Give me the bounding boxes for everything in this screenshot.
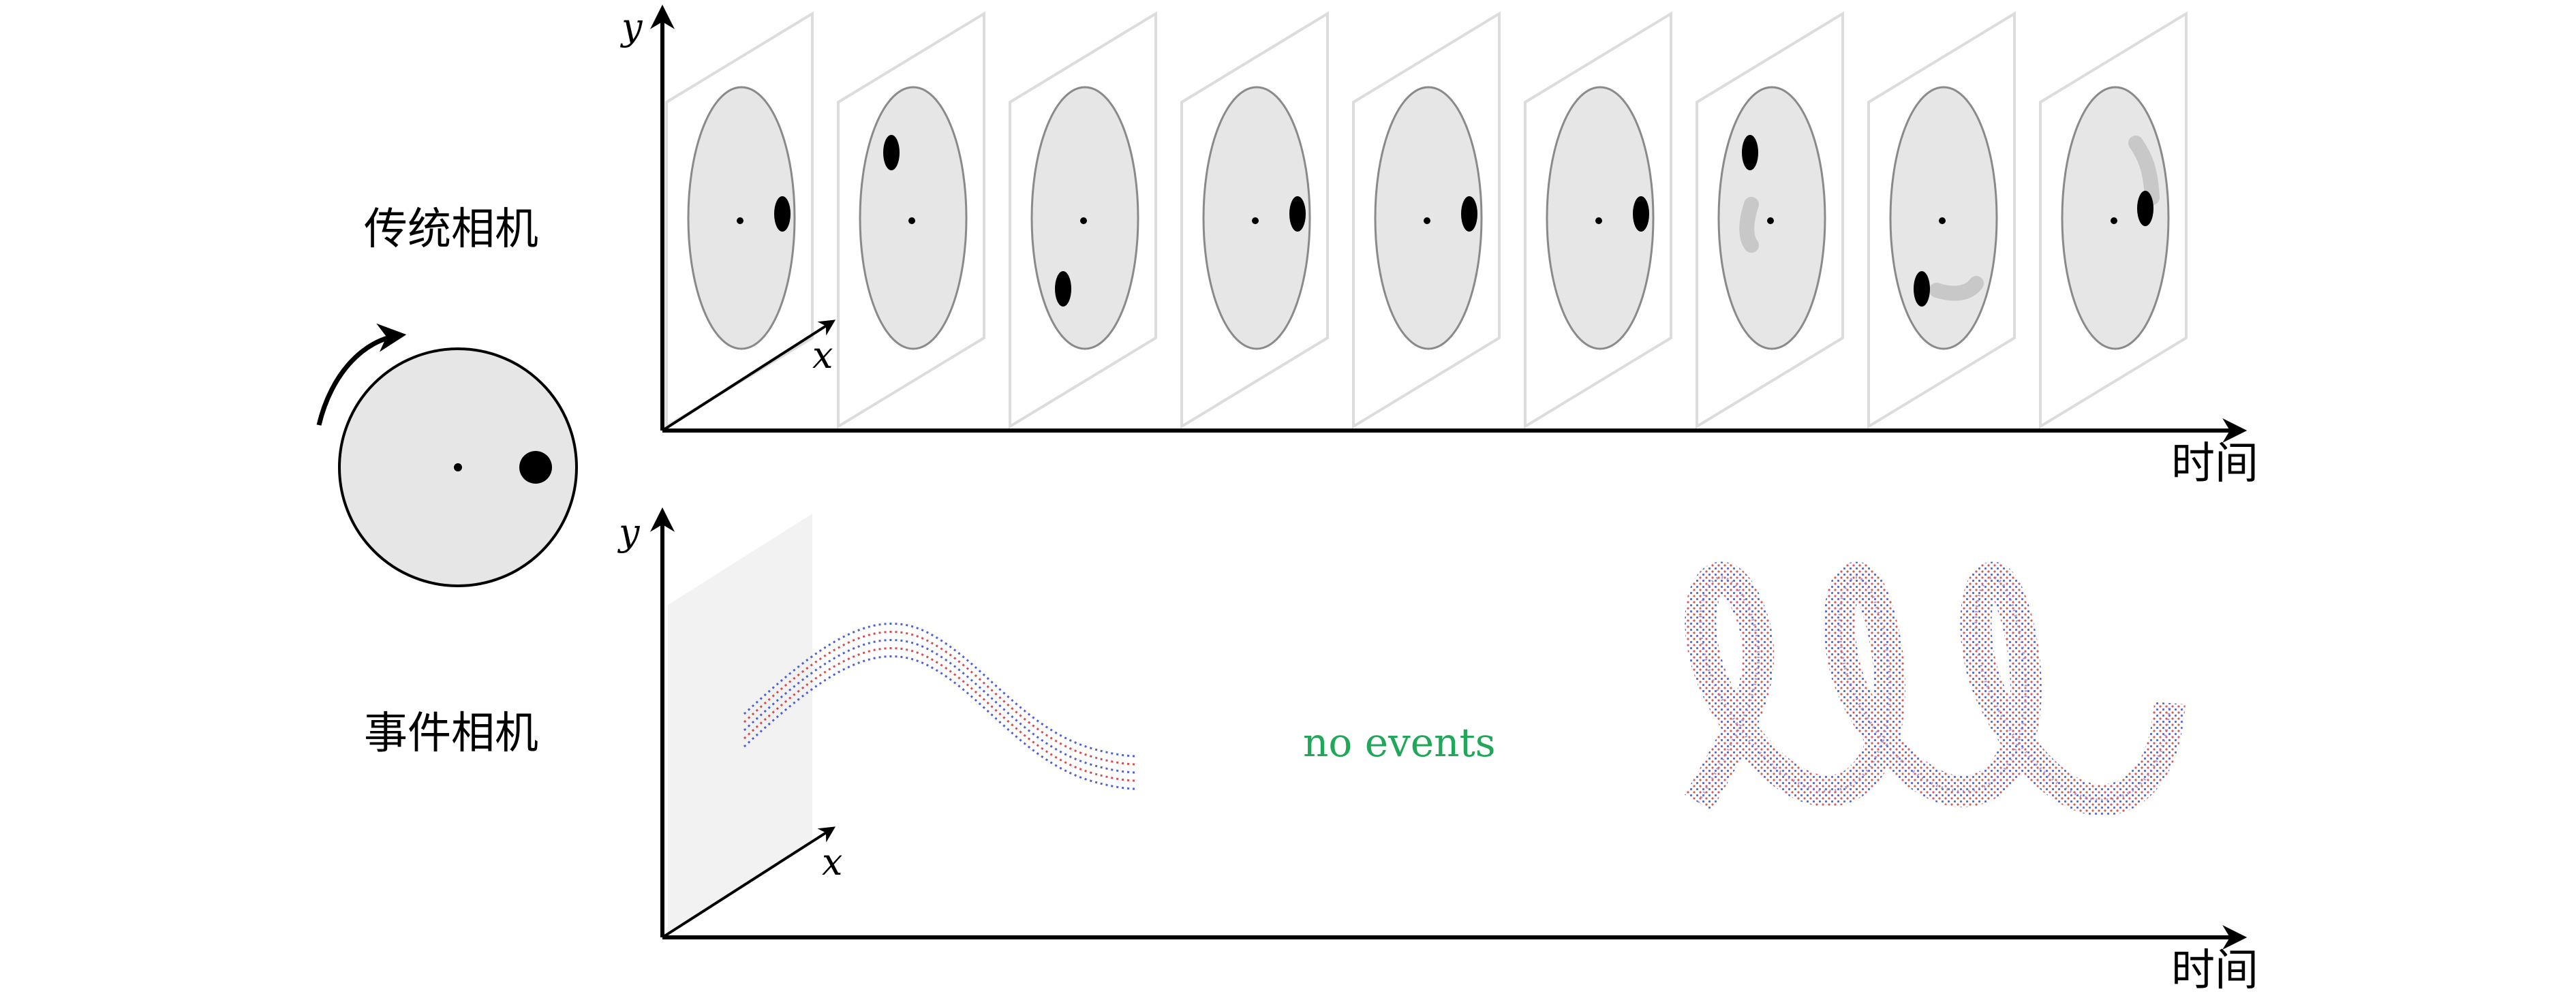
x-axis-events — [661, 826, 836, 939]
y-axis-label-events: y — [617, 511, 641, 554]
motion-blur — [1739, 197, 1759, 253]
event-camera-row: no events y x 时间 — [617, 507, 2258, 996]
frame-disk-center — [1080, 217, 1087, 224]
y-axis-label: y — [620, 5, 643, 48]
frame-disk-dot — [1461, 196, 1477, 232]
frame-disk-dot — [1055, 271, 1071, 307]
frame-disk-center — [1767, 217, 1774, 224]
frame-disk-dot — [1633, 196, 1649, 232]
time-axis-label-events: 时间 — [2171, 946, 2258, 996]
frame-camera-row: y x 时间 — [620, 4, 2258, 489]
x-axis-label-events: x — [822, 841, 842, 884]
x-axis-label: x — [812, 334, 833, 377]
frame-disk-center — [1939, 217, 1946, 224]
frame-disk-dot — [1742, 135, 1758, 170]
frame-disk-center — [2111, 217, 2117, 224]
frame-disk-center — [1252, 217, 1259, 224]
frame-disk-center — [1424, 217, 1430, 224]
time-axis-label: 时间 — [2171, 439, 2258, 489]
rotating-disk — [316, 323, 578, 587]
disk-center — [454, 463, 462, 471]
frame-disk-center — [908, 217, 915, 224]
frame-disk-center — [1595, 217, 1602, 224]
frame-disk-dot — [2137, 191, 2153, 226]
disk-dot — [519, 451, 552, 484]
frame-disk-dot — [774, 196, 791, 232]
frame-camera-label: 传统相机 — [364, 204, 538, 255]
event-camera-label: 事件相机 — [364, 708, 538, 759]
no-events-label: no events — [1303, 719, 1496, 766]
x-axis — [661, 319, 836, 432]
sensor-plane — [668, 514, 812, 933]
frame-sequence — [665, 11, 2188, 429]
motion-blur — [2128, 136, 2160, 205]
frame-disk-dot — [883, 135, 900, 170]
frame-disk-center — [737, 217, 743, 224]
frame-disk-dot — [1914, 271, 1930, 307]
rotation-arrow-icon — [316, 323, 407, 426]
event-stream-segment-2 — [1685, 561, 2186, 816]
motion-blur — [1929, 276, 1984, 301]
frame-disk-dot — [1289, 196, 1306, 232]
event-stream-segment-1 — [743, 622, 1135, 790]
